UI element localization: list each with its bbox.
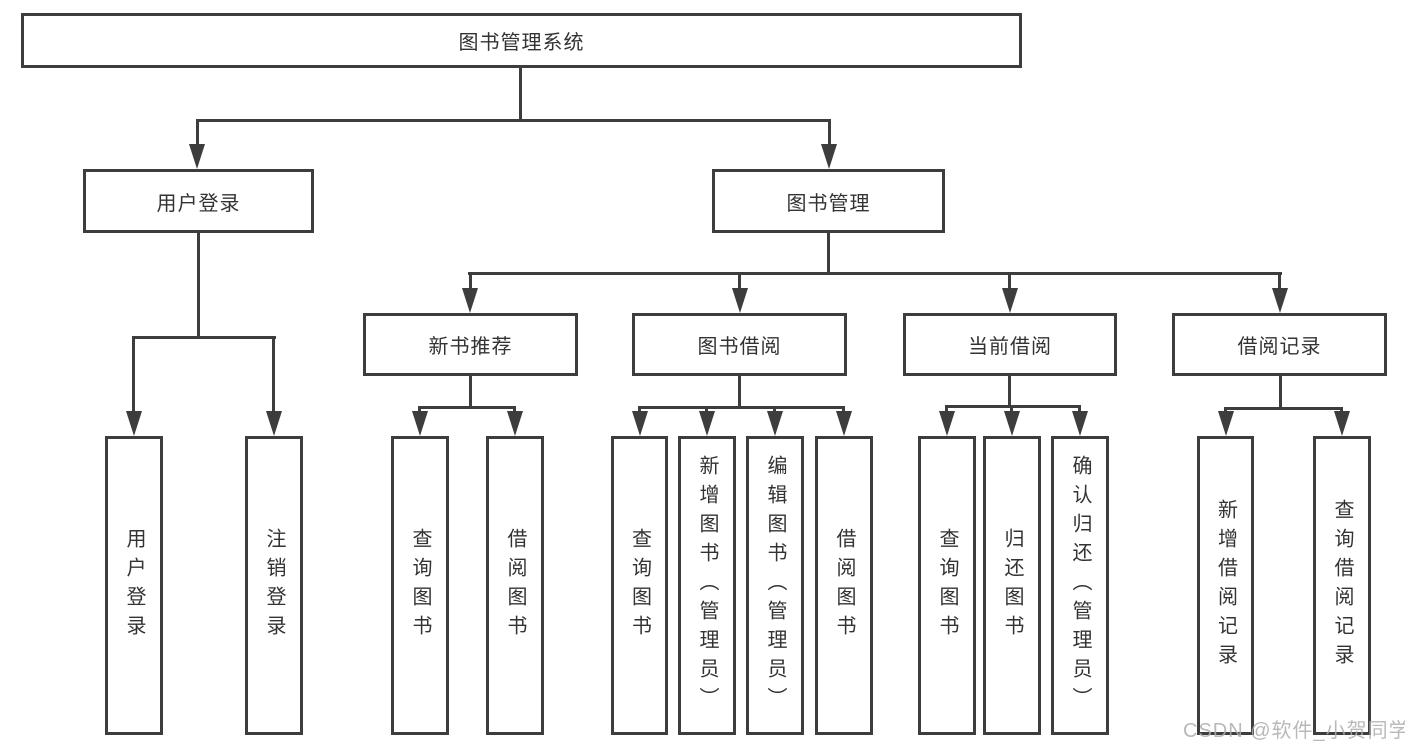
node-current-borrow: 当前借阅: [903, 313, 1117, 376]
leaf-return-book: 归还图书: [983, 436, 1041, 735]
node-book-borrow: 图书借阅: [632, 313, 847, 376]
connector-line: [469, 376, 472, 409]
node-book-management: 图书管理: [712, 169, 945, 233]
leaf-edit-book-admin: 编辑图书（管理员）: [746, 436, 804, 735]
connector-line: [1008, 376, 1011, 408]
arrow-down-icon: [699, 411, 715, 436]
connector-line: [827, 233, 830, 275]
connector-line: [828, 119, 831, 149]
connector-line: [1078, 405, 1081, 415]
arrow-down-icon: [1334, 411, 1350, 436]
connector-line: [468, 272, 1282, 275]
arrow-down-icon: [821, 144, 837, 169]
leaf-query-book-borrow: 查询图书: [611, 436, 668, 735]
connector-line: [738, 272, 741, 292]
leaf-query-book-current: 查询图书: [918, 436, 976, 735]
arrow-down-icon: [632, 411, 648, 436]
connector-line: [196, 119, 831, 122]
leaf-confirm-return-admin: 确认归还（管理员）: [1051, 436, 1109, 735]
connector-line: [945, 405, 1081, 408]
connector-line: [469, 272, 472, 292]
leaf-query-book-recommend: 查询图书: [391, 436, 449, 735]
connector-line: [519, 68, 522, 122]
node-user-login: 用户登录: [83, 169, 314, 233]
connector-line: [418, 406, 516, 409]
connector-line: [1008, 272, 1011, 292]
connector-line: [1279, 376, 1282, 410]
leaf-add-borrow-record: 新增借阅记录: [1197, 436, 1254, 735]
connector-line: [196, 119, 199, 149]
leaf-query-borrow-record: 查询借阅记录: [1313, 436, 1371, 735]
arrow-down-icon: [189, 144, 205, 169]
connector-line: [132, 336, 276, 339]
node-root: 图书管理系统: [21, 13, 1022, 68]
leaf-borrow-book-recommend: 借阅图书: [486, 436, 544, 735]
arrow-down-icon: [126, 411, 142, 436]
connector-line: [197, 233, 200, 339]
connector-line: [1010, 405, 1013, 415]
arrow-down-icon: [1072, 411, 1088, 436]
connector-line: [1224, 407, 1343, 410]
leaf-add-book-admin: 新增图书（管理员）: [678, 436, 736, 735]
node-new-book-recommend: 新书推荐: [363, 313, 578, 376]
arrow-down-icon: [939, 411, 955, 436]
arrow-down-icon: [507, 411, 523, 436]
arrow-down-icon: [462, 288, 478, 313]
node-borrow-record: 借阅记录: [1172, 313, 1387, 376]
arrow-down-icon: [1002, 288, 1018, 313]
arrow-down-icon: [412, 411, 428, 436]
arrow-down-icon: [767, 411, 783, 436]
arrow-down-icon: [266, 411, 282, 436]
arrow-down-icon: [732, 288, 748, 313]
connector-line: [1278, 272, 1281, 292]
csdn-watermark: CSDN @软件_小贺同学: [1183, 720, 1405, 742]
connector-line: [638, 406, 845, 409]
connector-line: [738, 376, 741, 409]
connector-line: [272, 336, 275, 416]
leaf-logout: 注销登录: [245, 436, 303, 735]
arrow-down-icon: [1218, 411, 1234, 436]
leaf-user-login: 用户登录: [105, 436, 163, 735]
arrow-down-icon: [1272, 288, 1288, 313]
leaf-borrow-book: 借阅图书: [815, 436, 873, 735]
connector-line: [132, 336, 135, 416]
arrow-down-icon: [1004, 411, 1020, 436]
arrow-down-icon: [836, 411, 852, 436]
connector-line: [945, 405, 948, 415]
